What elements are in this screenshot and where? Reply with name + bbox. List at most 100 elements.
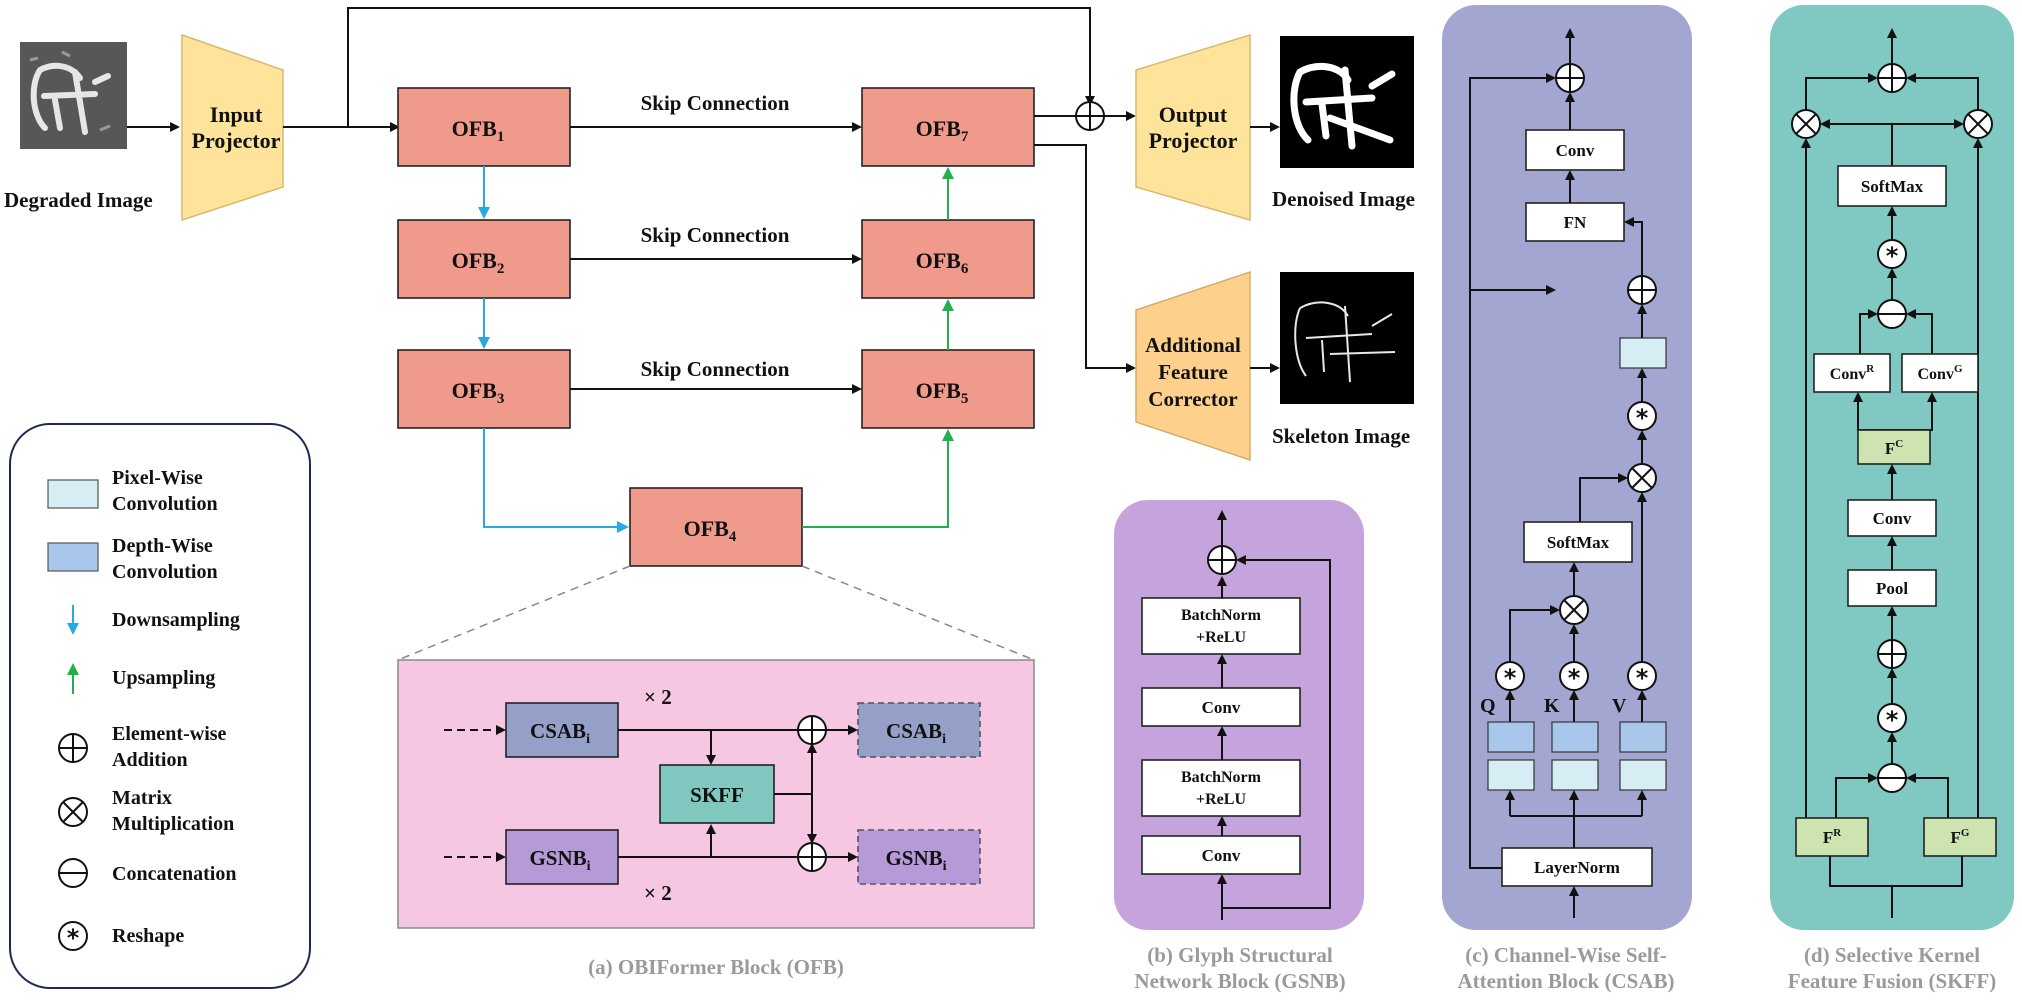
skff-reshape-low: * [1877, 703, 1907, 734]
skff-mul-left [1791, 109, 1821, 139]
svg-text:K: K [1544, 695, 1560, 717]
edge-global-residual [347, 7, 1095, 127]
denoised-image [1280, 36, 1414, 168]
svg-text:*: * [67, 924, 80, 952]
svg-text:*: * [1636, 664, 1649, 692]
svg-text:OFB3: OFB3 [452, 378, 505, 407]
svg-text:+ReLU: +ReLU [1196, 791, 1246, 808]
svg-text:CSABi: CSABi [886, 719, 946, 747]
legend-reshape-icon: * [58, 921, 88, 952]
denoised-label: Denoised Image [1272, 187, 1415, 211]
skip-label-1: Skip Connection [641, 91, 790, 115]
svg-text:Conv: Conv [1873, 509, 1912, 528]
corrector-line3: Corrector [1148, 387, 1237, 411]
svg-text:Conv: Conv [1202, 698, 1241, 717]
legend-depth-line1: Depth-Wise [112, 535, 213, 557]
legend-concat-icon [58, 858, 88, 888]
legend-pixel-swatch [47, 479, 99, 509]
times-top: × 2 [644, 685, 672, 709]
down-3-4 [483, 428, 629, 533]
gsnb-box-out [857, 829, 981, 885]
up-4-5 [802, 429, 954, 528]
add-op-output [1075, 101, 1105, 131]
svg-text:Q: Q [1480, 695, 1496, 717]
ofb-1: OFB1 [397, 87, 571, 167]
caption-c-line1: (c) Channel-Wise Self- [1465, 943, 1666, 967]
ofb-detail-panel: CSABi × 2 GSNBi × 2 SKFF CSA [397, 659, 1035, 929]
svg-text:GSNBi: GSNBi [529, 846, 590, 874]
caption-d-line1: (d) Selective Kernel [1804, 943, 1980, 967]
legend-pixel-line2: Convolution [112, 493, 218, 515]
detail-add-bottom [797, 842, 827, 872]
output-projector-line2: Projector [1149, 128, 1238, 153]
skip-label-2: Skip Connection [641, 223, 790, 247]
gsnb-box-in [505, 829, 619, 885]
feature-corrector [1135, 270, 1251, 462]
svg-text:SKFF: SKFF [690, 783, 744, 807]
degraded-label: Degraded Image [4, 188, 153, 212]
svg-text:*: * [1568, 664, 1581, 692]
legend-concat-label: Concatenation [112, 863, 236, 885]
svg-text:LayerNorm: LayerNorm [1534, 858, 1620, 877]
skff-concat-low [1877, 763, 1907, 793]
svg-text:Pool: Pool [1876, 579, 1908, 598]
svg-text:OFB1: OFB1 [452, 116, 505, 145]
degraded-image [20, 42, 127, 149]
svg-text:FG: FG [1951, 827, 1970, 847]
skip-label-3: Skip Connection [641, 357, 790, 381]
svg-text:FN: FN [1564, 213, 1587, 232]
legend: Pixel-Wise Convolution Depth-Wise Convol… [9, 423, 311, 989]
caption-b-line1: (b) Glyph Structural [1147, 943, 1333, 967]
csab-mul-low [1559, 595, 1589, 625]
csab-box-out [857, 702, 981, 758]
svg-text:*: * [1636, 404, 1649, 432]
svg-text:SoftMax: SoftMax [1861, 177, 1924, 196]
svg-text:OFB7: OFB7 [916, 116, 969, 145]
svg-text:OFB5: OFB5 [916, 378, 969, 407]
detail-add-top [797, 715, 827, 745]
csab-mul-top [1627, 463, 1657, 493]
skff-panel: SoftMax * ConvR ConvG FC Conv Pool [1770, 5, 2014, 930]
ofb-7: OFB7 [861, 87, 1035, 167]
corrector-line2: Feature [1158, 360, 1228, 384]
legend-up-label: Upsampling [112, 667, 215, 689]
corrector-line1: Additional [1145, 333, 1241, 357]
csab-panel: Conv FN * SoftMax [1442, 5, 1692, 930]
csab-reshape-q: * [1495, 661, 1525, 692]
svg-text:FC: FC [1885, 438, 1903, 458]
legend-down-label: Downsampling [112, 609, 240, 631]
legend-add-line2: Addition [112, 749, 188, 771]
skeleton-label: Skeleton Image [1272, 424, 1410, 448]
legend-mul-icon [58, 797, 88, 827]
svg-text:OFB6: OFB6 [916, 248, 969, 277]
input-projector-line1: Input [210, 102, 263, 127]
skff-add-top [1877, 63, 1907, 93]
output-projector [1135, 33, 1251, 221]
csab-box-in [505, 702, 619, 758]
input-projector [181, 33, 284, 222]
svg-text:OFB2: OFB2 [452, 248, 505, 277]
legend-reshape-label: Reshape [112, 925, 184, 947]
svg-text:ConvG: ConvG [1917, 363, 1962, 383]
input-projector-line2: Projector [192, 128, 281, 153]
ofb-5: OFB5 [861, 349, 1035, 429]
svg-text:*: * [1886, 706, 1899, 734]
legend-pixel-line1: Pixel-Wise [112, 467, 203, 489]
legend-mul-line1: Matrix [112, 787, 172, 809]
csab-add-top [1555, 63, 1585, 93]
svg-text:GSNBi: GSNBi [885, 846, 946, 874]
legend-mul-line2: Multiplication [112, 813, 234, 835]
legend-add-line1: Element-wise [112, 723, 227, 745]
svg-text:Conv: Conv [1556, 141, 1595, 160]
caption-d-line2: Feature Fusion (SKFF) [1788, 969, 1996, 993]
skff-concat-top [1877, 299, 1907, 329]
svg-text:BatchNorm: BatchNorm [1181, 769, 1262, 786]
ofb-4: OFB4 [629, 487, 803, 567]
legend-depth-line2: Convolution [112, 561, 218, 583]
svg-text:*: * [1504, 664, 1517, 692]
svg-text:BatchNorm: BatchNorm [1181, 607, 1262, 624]
skff-add-mid [1877, 639, 1907, 669]
ofb-3: OFB3 [397, 349, 571, 429]
ofb-6: OFB6 [861, 219, 1035, 299]
